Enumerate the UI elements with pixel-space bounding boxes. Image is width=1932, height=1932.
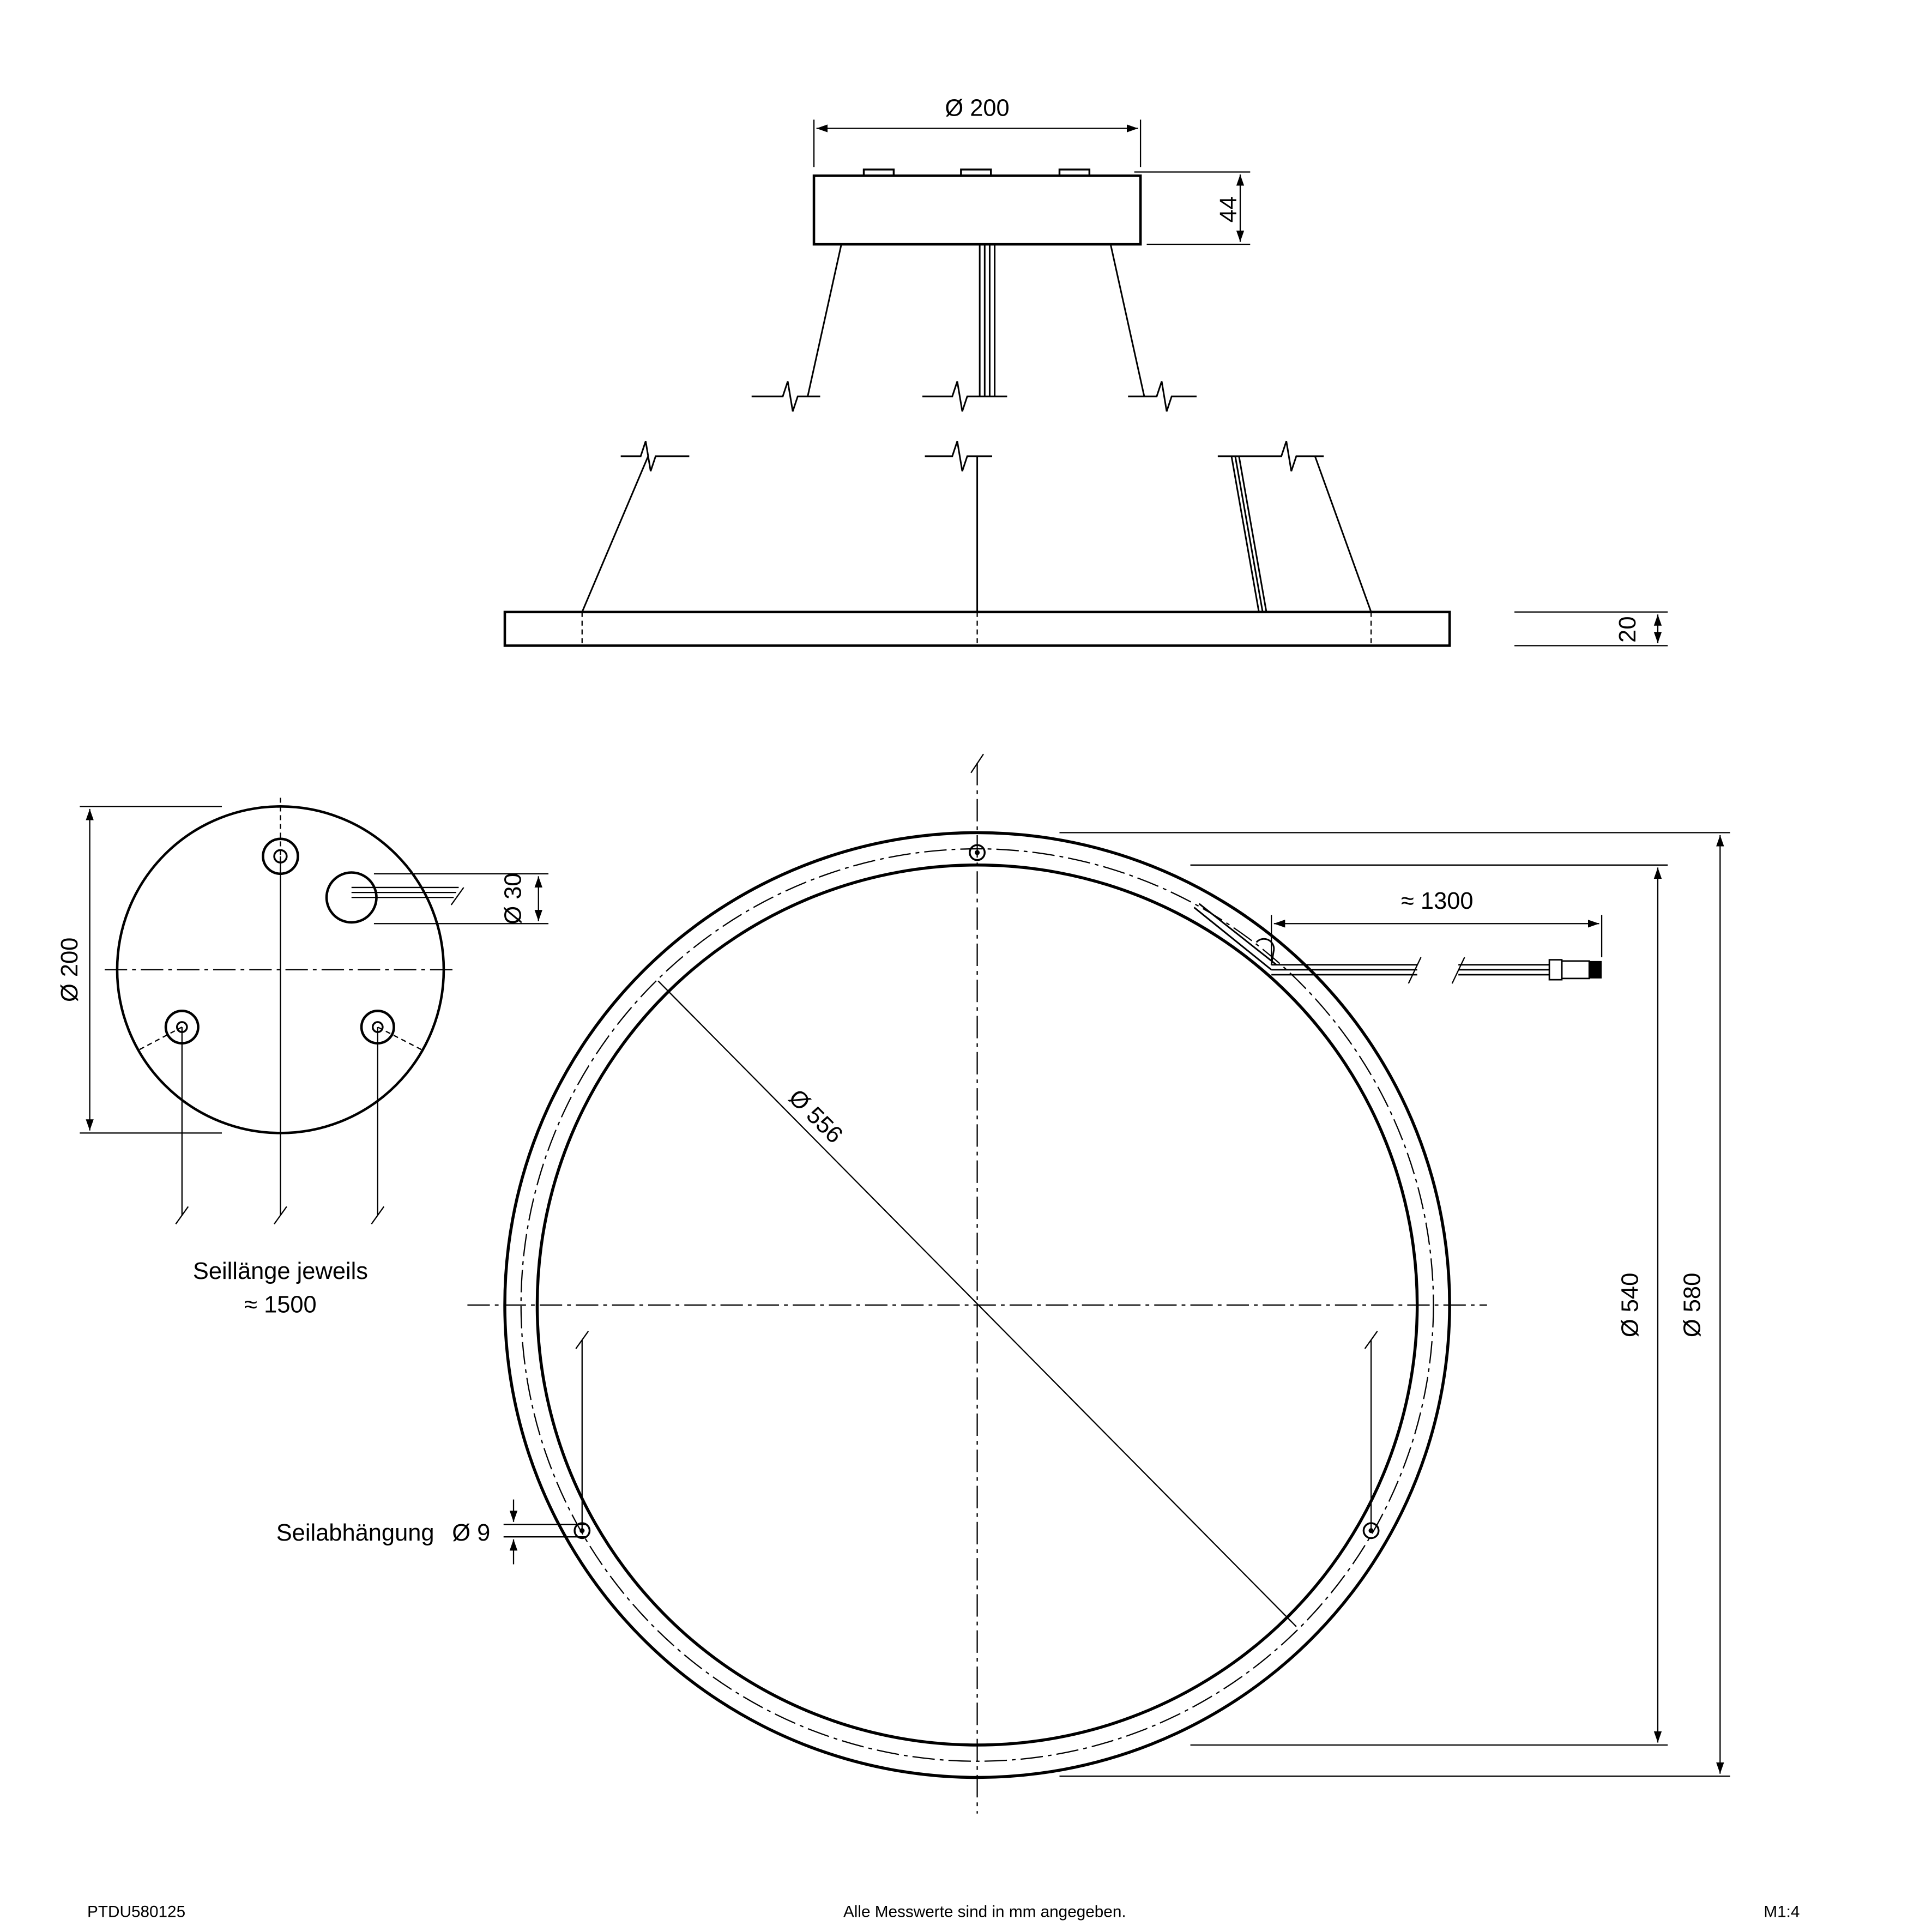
ring-height-label: 20 <box>1615 616 1641 642</box>
canopy-height-label: 44 <box>1216 196 1242 222</box>
cable-hole-diameter-label: Ø 30 <box>500 873 527 924</box>
cable-length-label: ≈ 1300 <box>1401 888 1474 914</box>
rope-length-value: ≈ 1500 <box>244 1292 317 1318</box>
power-cable <box>1193 903 1602 984</box>
suspension-hole-diameter-label: Ø 9 <box>452 1520 490 1546</box>
ring-top-view: Ø 556 Ø 540 Ø 580 ≈ 1300 <box>276 753 1730 1814</box>
units-note: Alle Messwerte sind in mm angegeben. <box>843 1903 1126 1921</box>
canopy-bottom-diameter-label: Ø 200 <box>57 938 83 1002</box>
side-view-canopy: Ø 200 44 <box>812 95 1251 246</box>
canopy-bottom-view: Ø 200 Ø 30 Seillänge jeweils ≈ 1500 <box>57 798 549 1318</box>
suspension-label: Seilabhängung <box>276 1520 434 1546</box>
outer-diameter-label: Ø 580 <box>1680 1273 1706 1337</box>
suspension-diameter-label: Ø 556 <box>783 1084 848 1149</box>
canopy-diameter-label: Ø 200 <box>945 95 1009 122</box>
rope-length-label: Seillänge jeweils <box>193 1258 368 1284</box>
scale-label: M1:4 <box>1764 1903 1800 1921</box>
inner-diameter-label: Ø 540 <box>1617 1273 1643 1337</box>
side-view-ring: 20 <box>503 611 1668 647</box>
suspension-cables-upper <box>751 244 1197 412</box>
suspension-cables-lower <box>581 440 1372 613</box>
article-number: PTDU580125 <box>87 1903 185 1921</box>
